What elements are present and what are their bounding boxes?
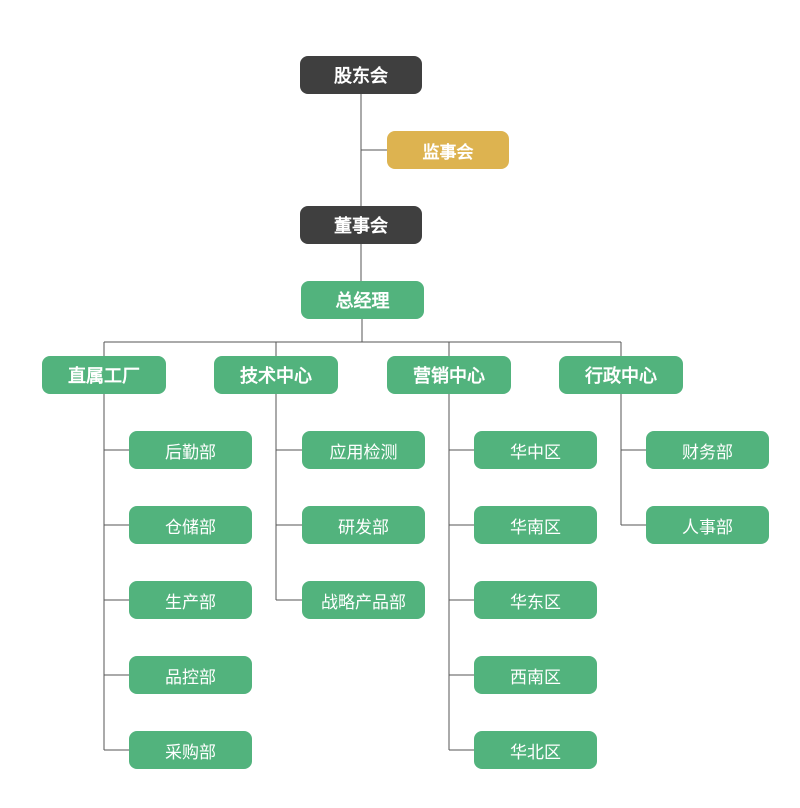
department-node: 华南区	[474, 506, 597, 544]
division-node-factory: 直属工厂	[42, 356, 166, 394]
department-node: 仓储部	[129, 506, 252, 544]
department-node: 华东区	[474, 581, 597, 619]
division-node-tech: 技术中心	[214, 356, 338, 394]
department-node: 人事部	[646, 506, 769, 544]
department-node: 华中区	[474, 431, 597, 469]
general-manager-node: 总经理	[301, 281, 424, 319]
shareholders-node: 股东会	[300, 56, 422, 94]
department-node: 生产部	[129, 581, 252, 619]
department-node: 采购部	[129, 731, 252, 769]
department-node: 研发部	[302, 506, 425, 544]
department-node: 战略产品部	[302, 581, 425, 619]
department-node: 后勤部	[129, 431, 252, 469]
department-node: 华北区	[474, 731, 597, 769]
department-node: 应用检测	[302, 431, 425, 469]
supervisory-board-node: 监事会	[387, 131, 509, 169]
division-node-admin: 行政中心	[559, 356, 683, 394]
department-node: 西南区	[474, 656, 597, 694]
division-node-marketing: 营销中心	[387, 356, 511, 394]
board-of-directors-node: 董事会	[300, 206, 422, 244]
department-node: 财务部	[646, 431, 769, 469]
department-node: 品控部	[129, 656, 252, 694]
